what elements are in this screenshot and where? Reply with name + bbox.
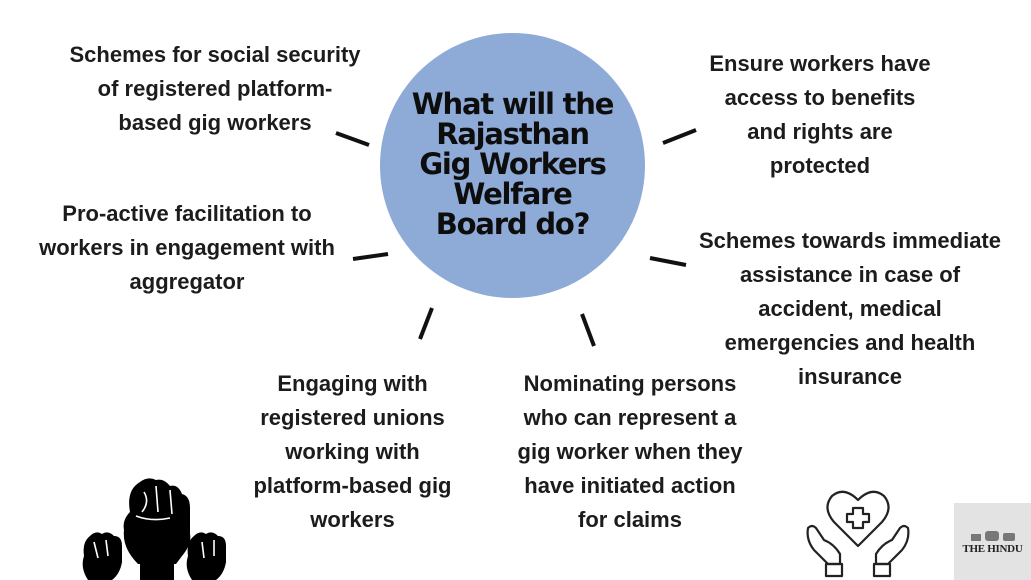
item-engaging-unions: Engaging with registered unions working … bbox=[253, 371, 452, 532]
item-benefits-rights: Ensure workers have access to benefits a… bbox=[709, 51, 931, 178]
item-pro-active-facilitation: Pro-active facilitation to workers in en… bbox=[39, 201, 335, 294]
item-social-security: Schemes for social security of registere… bbox=[69, 42, 361, 135]
item-nominating-persons: Nominating persons who can represent a g… bbox=[517, 371, 743, 532]
hindu-emblem-icon bbox=[970, 531, 1015, 541]
heart-care-hands-icon bbox=[806, 490, 910, 578]
connector-engaging-unions bbox=[418, 307, 434, 340]
connector-immediate-assistance bbox=[649, 256, 687, 267]
connector-nominating bbox=[580, 313, 596, 347]
logo-text: THE HINDU bbox=[962, 543, 1023, 555]
connector-pro-active bbox=[352, 252, 389, 261]
connector-social-security bbox=[335, 131, 370, 147]
center-circle: What will the Rajasthan Gig Workers Welf… bbox=[380, 33, 645, 298]
raised-fists-icon bbox=[82, 478, 226, 580]
item-immediate-assistance: Schemes towards immediate assistance in … bbox=[698, 228, 1001, 389]
center-title: What will the Rajasthan Gig Workers Welf… bbox=[411, 86, 615, 241]
the-hindu-logo: THE HINDU bbox=[954, 503, 1031, 580]
connector-benefits bbox=[662, 128, 697, 145]
